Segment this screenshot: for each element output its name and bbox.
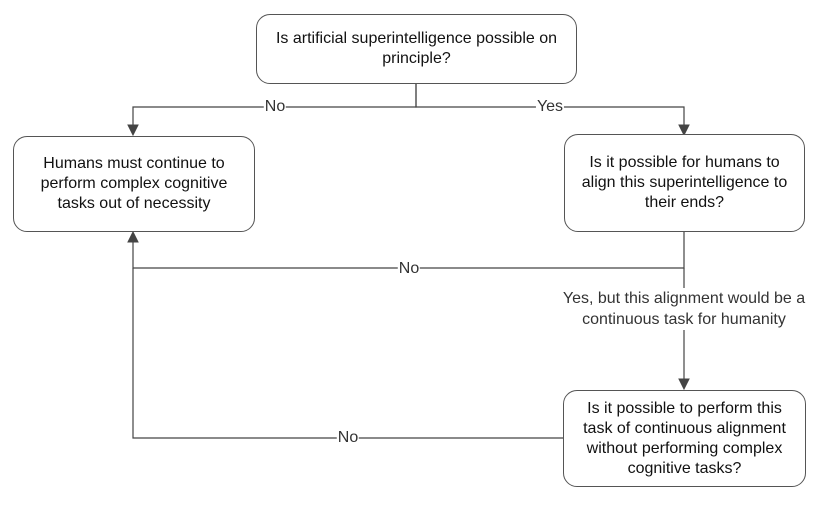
edge-continuous-no: [132, 268, 563, 439]
node-humans-must-continue-text: Humans must continue to perform complex …: [40, 155, 228, 212]
edge-label-possible-no: No: [263, 97, 287, 117]
node-superintelligence-possible: Is artificial superintelligence possible…: [256, 14, 577, 84]
node-align-superintelligence: Is it possible for humans to align this …: [564, 134, 805, 232]
edge-label-possible-yes: Yes: [535, 97, 565, 117]
arrowhead-align-no-to-humans: [127, 230, 139, 243]
node-continuous-alignment-text: Is it possible to perform this task of c…: [583, 399, 786, 477]
node-align-superintelligence-text: Is it possible for humans to align this …: [581, 154, 788, 211]
arrowhead-to-align-question: [678, 124, 690, 137]
edge-label-align-no: No: [397, 259, 421, 279]
arrowhead-to-humans-continue: [127, 124, 139, 137]
edge-label-continuous-no: No: [336, 428, 360, 448]
node-continuous-alignment: Is it possible to perform this task of c…: [563, 390, 806, 487]
arrowhead-to-continuous-question: [678, 378, 690, 391]
node-superintelligence-possible-text: Is artificial superintelligence possible…: [275, 30, 558, 67]
node-humans-must-continue: Humans must continue to perform complex …: [13, 136, 255, 232]
edge-label-align-yes-but: Yes, but this alignment would be a conti…: [539, 288, 829, 330]
